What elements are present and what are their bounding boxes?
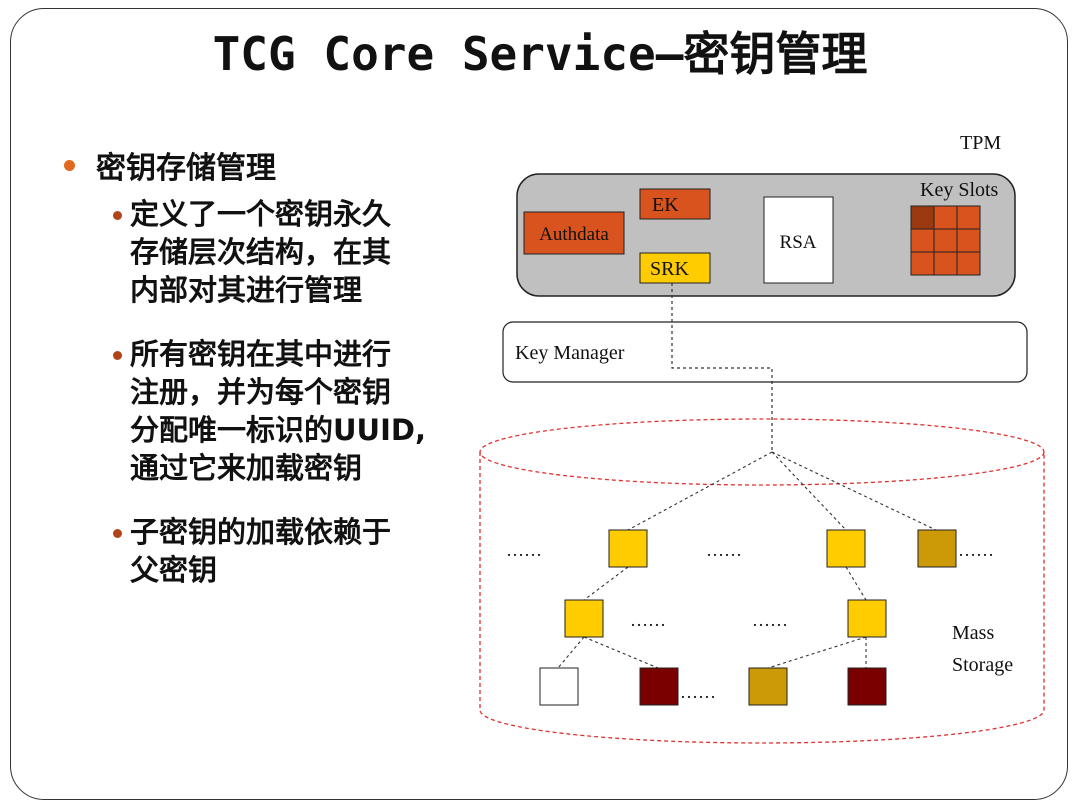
- tpm-label: TPM: [960, 132, 1001, 154]
- ellipsis: ……: [958, 540, 994, 560]
- bullet-level1: 密钥存储管理: [96, 151, 276, 186]
- ellipsis: ……: [752, 610, 788, 630]
- key-node: [564, 599, 604, 638]
- ellipsis: ……: [680, 682, 716, 702]
- bullet-line: 分配唯一标识的UUID,: [130, 413, 426, 447]
- key-node: [847, 667, 887, 706]
- srk-connector: [671, 283, 773, 452]
- bullet-line: 所有密钥在其中进行: [130, 337, 392, 371]
- bullet-line: 定义了一个密钥永久: [130, 197, 392, 231]
- page-title: TCG Core Service—密钥管理: [212, 27, 868, 81]
- authdata-box: [523, 211, 625, 255]
- ellipsis: ……: [506, 540, 542, 560]
- bullet-line: 子密钥的加载依赖于: [130, 515, 392, 549]
- mass-storage-label: Mass: [952, 622, 994, 644]
- authdata-label: Authdata: [539, 224, 609, 245]
- slide-frame: [10, 8, 1068, 800]
- ek-box: [639, 188, 711, 220]
- key-manager-box: [502, 321, 1028, 383]
- bullet-dot: [113, 211, 122, 220]
- key-node: [917, 529, 957, 568]
- rsa-label: RSA: [780, 232, 817, 253]
- ellipsis: ……: [706, 540, 742, 560]
- key-slots-label: Key Slots: [920, 179, 999, 201]
- mass-storage-label: Storage: [952, 654, 1013, 676]
- key-slots-grid: [910, 205, 981, 276]
- key-tree-connectors: [557, 451, 937, 669]
- srk-box: [639, 252, 711, 284]
- bullet-line: 通过它来加载密钥: [130, 451, 363, 485]
- mass-storage-cylinder: [479, 418, 1045, 744]
- bullet-line: 存储层次结构，在其: [130, 235, 392, 269]
- bullet-line: 注册，并为每个密钥: [130, 375, 392, 409]
- key-node: [539, 667, 579, 706]
- key-node: [847, 599, 887, 638]
- ek-label: EK: [652, 194, 679, 216]
- bullet-line: 父密钥: [130, 553, 218, 587]
- bullet-item-1: 定义了一个密钥永久 存储层次结构，在其 内部对其进行管理: [130, 195, 391, 309]
- ellipsis: ……: [630, 610, 666, 630]
- key-manager-label: Key Manager: [515, 342, 625, 364]
- key-node: [639, 667, 679, 706]
- key-node: [826, 529, 866, 568]
- bullet-dot: [64, 160, 75, 171]
- bullet-dot: [113, 351, 122, 360]
- srk-label: SRK: [650, 258, 689, 280]
- key-node: [608, 529, 648, 568]
- bullet-item-3: 子密钥的加载依赖于 父密钥: [130, 513, 391, 589]
- rsa-box: [763, 196, 834, 284]
- key-node: [748, 667, 788, 706]
- bullet-item-2: 所有密钥在其中进行 注册，并为每个密钥 分配唯一标识的UUID, 通过它来加载密…: [130, 335, 426, 487]
- bullet-dot: [113, 529, 122, 538]
- bullet-line: 内部对其进行管理: [130, 273, 363, 307]
